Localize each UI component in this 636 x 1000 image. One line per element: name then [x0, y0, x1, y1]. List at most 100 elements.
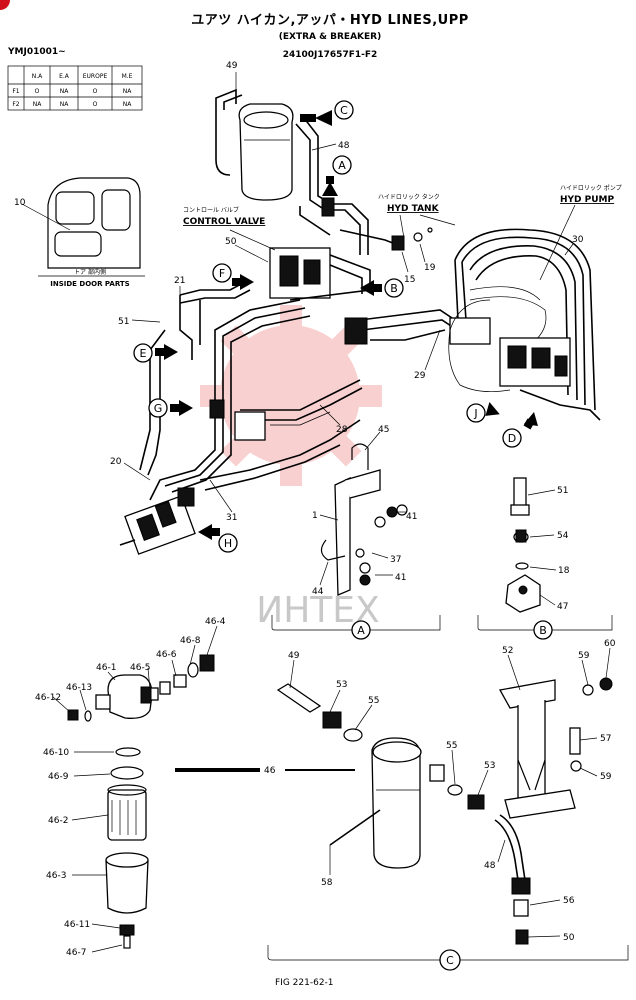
- door-label-jp: トア 部内側: [74, 268, 106, 276]
- callout: 31: [226, 513, 237, 523]
- callout: 46-12: [35, 693, 61, 703]
- view-arrows: C A F B E G H J D: [133, 100, 538, 553]
- hyd-pump-label: HYD PUMP: [560, 195, 615, 205]
- callout: 57: [600, 734, 611, 744]
- serial-range: YMJ01001~: [7, 47, 66, 57]
- callout: 59: [578, 651, 590, 661]
- view-c-parts: [276, 677, 613, 945]
- table-header: E.A: [59, 73, 70, 80]
- tank-fitting: [339, 227, 433, 251]
- callout: 46: [264, 766, 276, 776]
- callout: 60: [604, 639, 616, 649]
- callout: 21: [174, 276, 185, 286]
- callout: 46-2: [48, 816, 68, 826]
- control-valve: [229, 229, 371, 301]
- view-b-parts: [505, 477, 541, 613]
- view-a-label: A: [357, 624, 365, 637]
- view-d-arrow-label: D: [508, 432, 516, 445]
- view-f-arrow-label: F: [219, 267, 225, 280]
- callout: 18: [558, 566, 570, 576]
- callout: 55: [368, 696, 379, 706]
- page-subtitle: (EXTRA & BREAKER): [279, 32, 381, 42]
- callout: 54: [557, 531, 569, 541]
- hydraulic-pump: [448, 228, 601, 421]
- callout: 50: [563, 933, 575, 943]
- callout: 15: [404, 275, 415, 285]
- callout: 52: [502, 646, 513, 656]
- callout: 30: [572, 235, 584, 245]
- view-j-arrow-label: J: [473, 407, 477, 420]
- callout: 50: [225, 237, 237, 247]
- hyd-tank-label-jp: ハイドロリック タンク: [378, 193, 440, 201]
- table-header: M.E: [122, 73, 133, 80]
- callout: 46-8: [180, 636, 201, 646]
- callout: 10: [14, 198, 26, 208]
- callout: 48: [484, 861, 496, 871]
- callout: 46-1: [96, 663, 116, 673]
- callout: 46-7: [66, 948, 86, 958]
- table-cell: F2: [12, 101, 19, 108]
- view-a-arrow-label: A: [338, 159, 346, 172]
- view-b-label: B: [539, 624, 547, 637]
- leader-lines: [52, 72, 611, 953]
- callout: 46-13: [66, 683, 92, 693]
- page-corner-marker: [0, 0, 10, 10]
- table-cell: NA: [33, 101, 42, 108]
- table-cell: F1: [12, 88, 19, 95]
- applicability-table: N.A E.A EUROPE M.E F1 O NA O NA F2 NA NA…: [7, 65, 143, 111]
- callout: 28: [336, 425, 348, 435]
- callout: 46-10: [43, 748, 69, 758]
- callout: 46-4: [205, 617, 226, 627]
- breaker-valve-block: [119, 487, 196, 555]
- table-cell: NA: [123, 101, 132, 108]
- callout: 41: [395, 573, 406, 583]
- section-a-frame: [271, 615, 441, 631]
- view-c-label: C: [446, 954, 454, 967]
- return-filter-assembly: [215, 88, 369, 255]
- filter-exploded-view: [67, 654, 215, 949]
- callout: 46-6: [156, 650, 177, 660]
- callout: 53: [484, 761, 495, 771]
- callout: 53: [336, 680, 347, 690]
- view-g-arrow-label: G: [154, 402, 163, 415]
- callout: 47: [557, 602, 568, 612]
- view-e-arrow-label: E: [140, 347, 147, 360]
- figure-number: FIG 221-62-1: [275, 978, 334, 988]
- callout: 46-11: [64, 920, 90, 930]
- callout: 51: [118, 317, 129, 327]
- hyd-tank-label: HYD TANK: [387, 204, 440, 214]
- callout: 29: [414, 371, 426, 381]
- callout: 56: [563, 896, 575, 906]
- callout: 49: [226, 61, 238, 71]
- table-cell: NA: [60, 101, 69, 108]
- bracket-assembly: [320, 443, 408, 596]
- inside-door-inset: トア 部内側 INSIDE DOOR PARTS: [21, 177, 145, 288]
- callout: 45: [378, 425, 389, 435]
- callout: 58: [321, 878, 333, 888]
- callout: 44: [312, 587, 324, 597]
- table-cell: O: [93, 88, 98, 95]
- control-valve-label-jp: コントロール バルブ: [183, 206, 239, 214]
- view-h-arrow-label: H: [224, 537, 232, 550]
- table-header: N.A: [32, 73, 43, 80]
- callout: 37: [390, 555, 401, 565]
- callout: 41: [406, 512, 417, 522]
- page-title: ユアツ ハイカン,アッパ・HYD LINES,UPP: [191, 13, 469, 28]
- door-label: INSIDE DOOR PARTS: [50, 280, 129, 288]
- callout: 59: [600, 772, 612, 782]
- table-header: EUROPE: [83, 73, 108, 80]
- part-code: 24100J17657F1-F2: [283, 50, 378, 60]
- section-c-frame: [267, 945, 629, 961]
- table-cell: NA: [60, 88, 69, 95]
- table-cell: NA: [123, 88, 132, 95]
- callout: 46-3: [46, 871, 66, 881]
- callout: 20: [110, 457, 122, 467]
- table-cell: O: [93, 101, 98, 108]
- table-cell: O: [35, 88, 40, 95]
- callout: 51: [557, 486, 568, 496]
- callout: 49: [288, 651, 300, 661]
- callout-numbers: 49 48 10 50 15 19 30 21 51 29 28 45 20 3…: [14, 61, 616, 958]
- callout: 19: [424, 263, 436, 273]
- callout: 46-5: [130, 663, 150, 673]
